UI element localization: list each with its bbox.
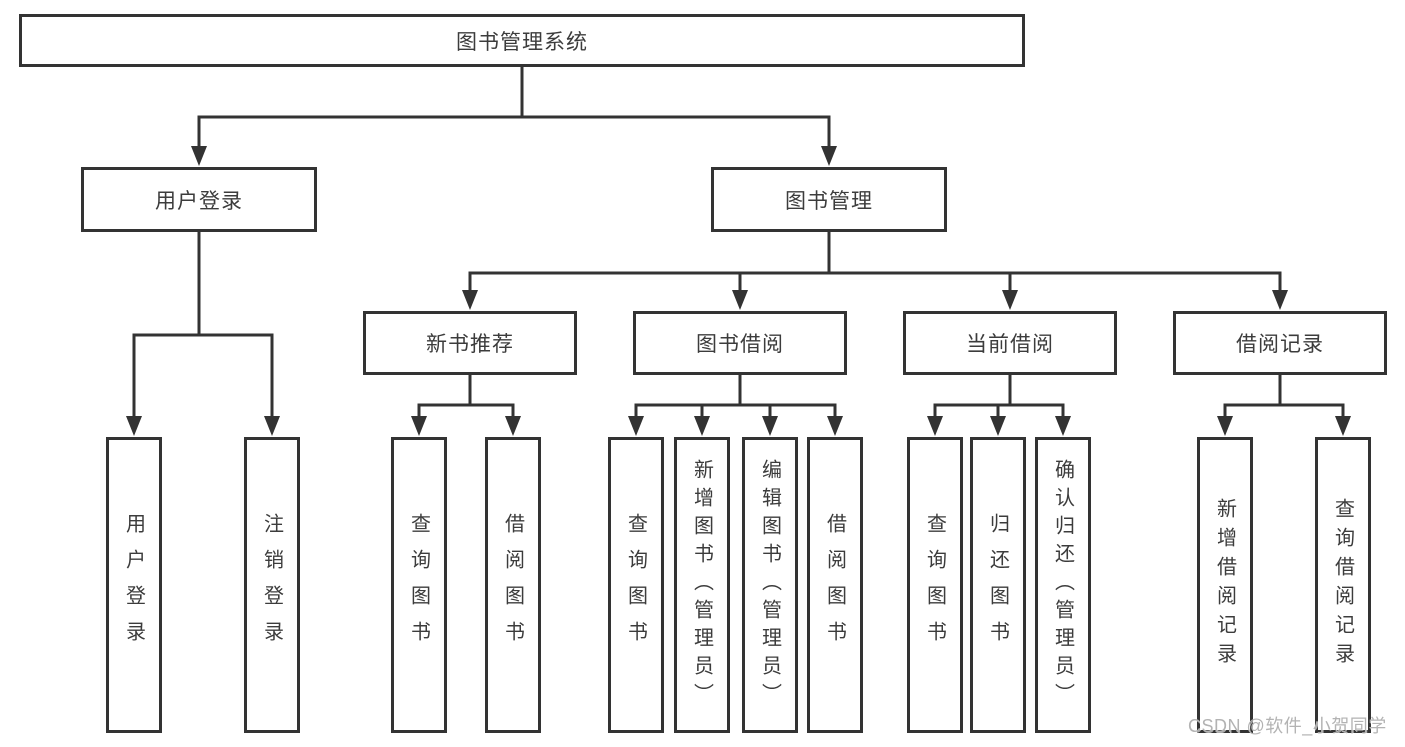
leaf-query-borrow-record-label: 查询借阅记录 [1331, 498, 1354, 672]
leaf-borrow-books: 借阅图书 [807, 437, 863, 733]
leaf-return-books: 归还图书 [970, 437, 1026, 733]
leaf-logout-label: 注销登录 [260, 513, 283, 657]
connector-current-borrow-children [927, 375, 1071, 436]
connector-borrow-records-children [1217, 375, 1351, 436]
node-new-book-recommend-label: 新书推荐 [426, 333, 514, 356]
leaf-query-books-borrow-label: 查询图书 [624, 513, 647, 657]
leaf-add-books-admin: 新增图书（管理员） [674, 437, 730, 733]
node-book-borrow: 图书借阅 [633, 311, 847, 375]
leaf-edit-books-admin-label: 编辑图书（管理员） [758, 459, 781, 711]
node-root-label: 图书管理系统 [456, 30, 588, 54]
leaf-query-books-current-label: 查询图书 [923, 513, 946, 657]
node-user-login: 用户登录 [81, 167, 317, 232]
node-borrow-records: 借阅记录 [1173, 311, 1387, 375]
leaf-query-books-current: 查询图书 [907, 437, 963, 733]
leaf-confirm-return-admin-label: 确认归还（管理员） [1051, 459, 1074, 711]
node-book-management-label: 图书管理 [785, 189, 873, 213]
leaf-query-books-recommend-label: 查询图书 [407, 513, 430, 657]
leaf-user-login: 用户登录 [106, 437, 162, 733]
connector-root-to-level2 [191, 67, 837, 166]
leaf-return-books-label: 归还图书 [986, 513, 1009, 657]
connector-book-management-children [462, 232, 1288, 310]
leaf-query-books-recommend: 查询图书 [391, 437, 447, 733]
leaf-user-login-label: 用户登录 [122, 513, 145, 657]
leaf-query-borrow-record: 查询借阅记录 [1315, 437, 1371, 733]
node-user-login-label: 用户登录 [155, 189, 243, 213]
csdn-watermark: CSDN @软件_小贺同学 [1188, 716, 1387, 736]
node-book-management: 图书管理 [711, 167, 947, 232]
leaf-add-borrow-record-label: 新增借阅记录 [1213, 498, 1236, 672]
connector-book-borrow-children [628, 375, 843, 436]
leaf-borrow-books-recommend-label: 借阅图书 [501, 513, 524, 657]
connector-user-login-children [126, 232, 280, 436]
leaf-query-books-borrow: 查询图书 [608, 437, 664, 733]
leaf-add-books-admin-label: 新增图书（管理员） [690, 459, 713, 711]
leaf-edit-books-admin: 编辑图书（管理员） [742, 437, 798, 733]
leaf-logout: 注销登录 [244, 437, 300, 733]
leaf-confirm-return-admin: 确认归还（管理员） [1035, 437, 1091, 733]
connector-new-book-recommend-children [411, 375, 521, 436]
leaf-borrow-books-label: 借阅图书 [823, 513, 846, 657]
node-borrow-records-label: 借阅记录 [1236, 333, 1324, 356]
node-new-book-recommend: 新书推荐 [363, 311, 577, 375]
leaf-borrow-books-recommend: 借阅图书 [485, 437, 541, 733]
node-book-borrow-label: 图书借阅 [696, 333, 784, 356]
node-current-borrow-label: 当前借阅 [966, 333, 1054, 356]
node-root: 图书管理系统 [19, 14, 1025, 67]
node-current-borrow: 当前借阅 [903, 311, 1117, 375]
leaf-add-borrow-record: 新增借阅记录 [1197, 437, 1253, 733]
